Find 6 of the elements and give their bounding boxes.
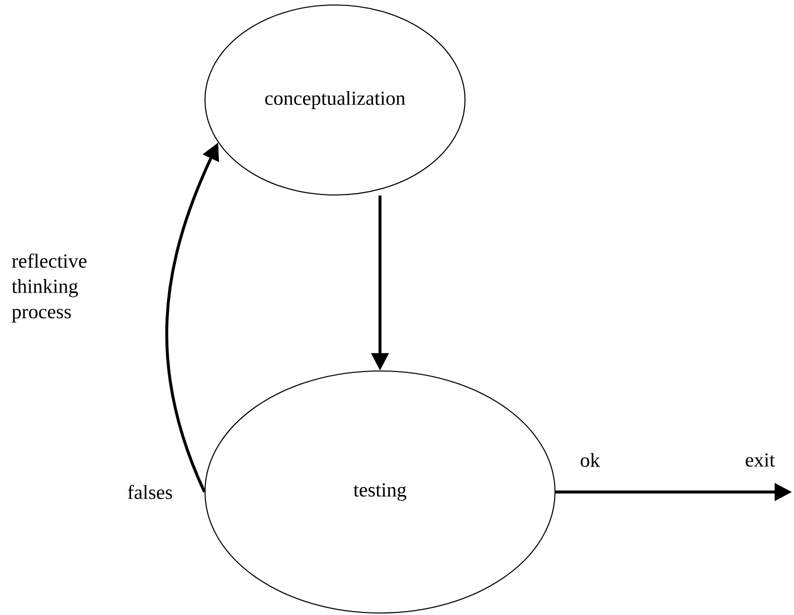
edge-label: reflective thinking process bbox=[12, 254, 86, 322]
text-label: exit bbox=[746, 453, 775, 467]
ellipse-node: testing bbox=[204, 370, 556, 614]
text-label: falses bbox=[128, 484, 172, 500]
edge-label: ok bbox=[580, 452, 600, 468]
ellipse-node: conceptualization bbox=[204, 4, 466, 196]
